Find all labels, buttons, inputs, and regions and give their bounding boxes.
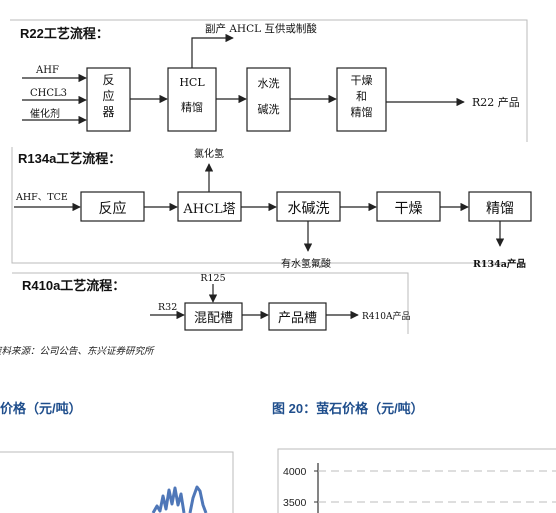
input-chcl3: CHCL3 [30,88,67,99]
r22-title: R22工艺流程： [20,26,109,41]
ahcl-tower-label: AHCL塔 [182,202,235,217]
r22-dry-box [336,67,387,132]
right-figure-title: 图 20：萤石价格（元/吨） [272,401,424,416]
r134a-rectify-label: 精馏 [486,201,514,217]
input-catalyst: 催化剂 [30,107,60,120]
right-chart-fragment: 4000 3500 [277,448,556,513]
r410a-frame [12,272,409,334]
right-chart-frame [277,448,556,513]
r410a-section: R410a工艺流程： R125 R32 混配槽 产品槽 R410A产品 [12,272,410,334]
mix-tank-label: 混配槽 [194,311,233,326]
r22-product-label: R22 产品 [472,95,520,109]
hcl-label: HCL [179,76,205,89]
left-figure-title: 价格（元/吨） [0,401,82,416]
r22-byproduct-label: 副产 AHCL 互供或制酸 [205,22,317,35]
tick-label-3500: 3500 [283,497,307,509]
input-ahf: AHF [35,65,59,76]
r32-label: R32 [158,302,177,313]
source-note: 资料来源：公司公告、东兴证券研究所 [0,345,155,357]
alkali-wash-label: 碱洗 [258,103,280,116]
product-tank-label: 产品槽 [278,311,317,326]
r134a-input-label: AHF、TCE [15,192,68,203]
reactor-char-3: 器 [102,105,114,119]
and-label: 和 [356,90,367,103]
reactor-char-1: 反 [102,73,114,87]
water-wash-label: 水洗 [258,77,280,90]
r134a-frame [11,147,526,264]
r134a-reaction-box [80,191,145,222]
hcl-rect-label: 精馏 [181,100,203,114]
r410a-product-label: R410A产品 [362,310,410,322]
left-chart-fragment [0,451,234,513]
r410a-title: R410a工艺流程： [22,278,125,293]
r22-frame [10,19,528,142]
r134a-dry-box [376,191,441,222]
byproduct-arrow [191,33,234,68]
alkali-water-wash-label: 水碱洗 [288,201,330,217]
r125-label: R125 [200,273,225,284]
r134a-title: R134a工艺流程： [18,151,121,166]
product-tank-box [268,302,327,331]
reaction-label: 反应 [99,200,127,217]
r134a-vent-label: 氯化氢 [194,147,224,160]
reactor-char-2: 应 [102,88,114,103]
r134a-rectify-box [468,191,532,222]
r134a-waste-label: 有水氢氟酸 [281,257,331,270]
rectify-label: 精馏 [351,105,373,119]
r22-section: R22工艺流程： 副产 AHCL 互供或制酸 AHF CHCL3 催化剂 反 应… [10,19,528,142]
r134a-wash-box [276,191,341,222]
r134a-product-label: R134a产品 [473,258,526,270]
r22-reactor-box [86,67,131,132]
tick-label-4000: 4000 [283,466,307,478]
mix-tank-box [184,302,243,331]
left-chart-frame [0,451,234,513]
r22-hcl-box [167,67,217,132]
r134a-section: R134a工艺流程： 氯化氢 AHF、TCE 反应 AHCL塔 水碱洗 干燥 精… [11,147,532,270]
r134a-dry-label: 干燥 [395,201,423,217]
price-line [151,485,208,513]
dry-label: 干燥 [351,74,373,87]
